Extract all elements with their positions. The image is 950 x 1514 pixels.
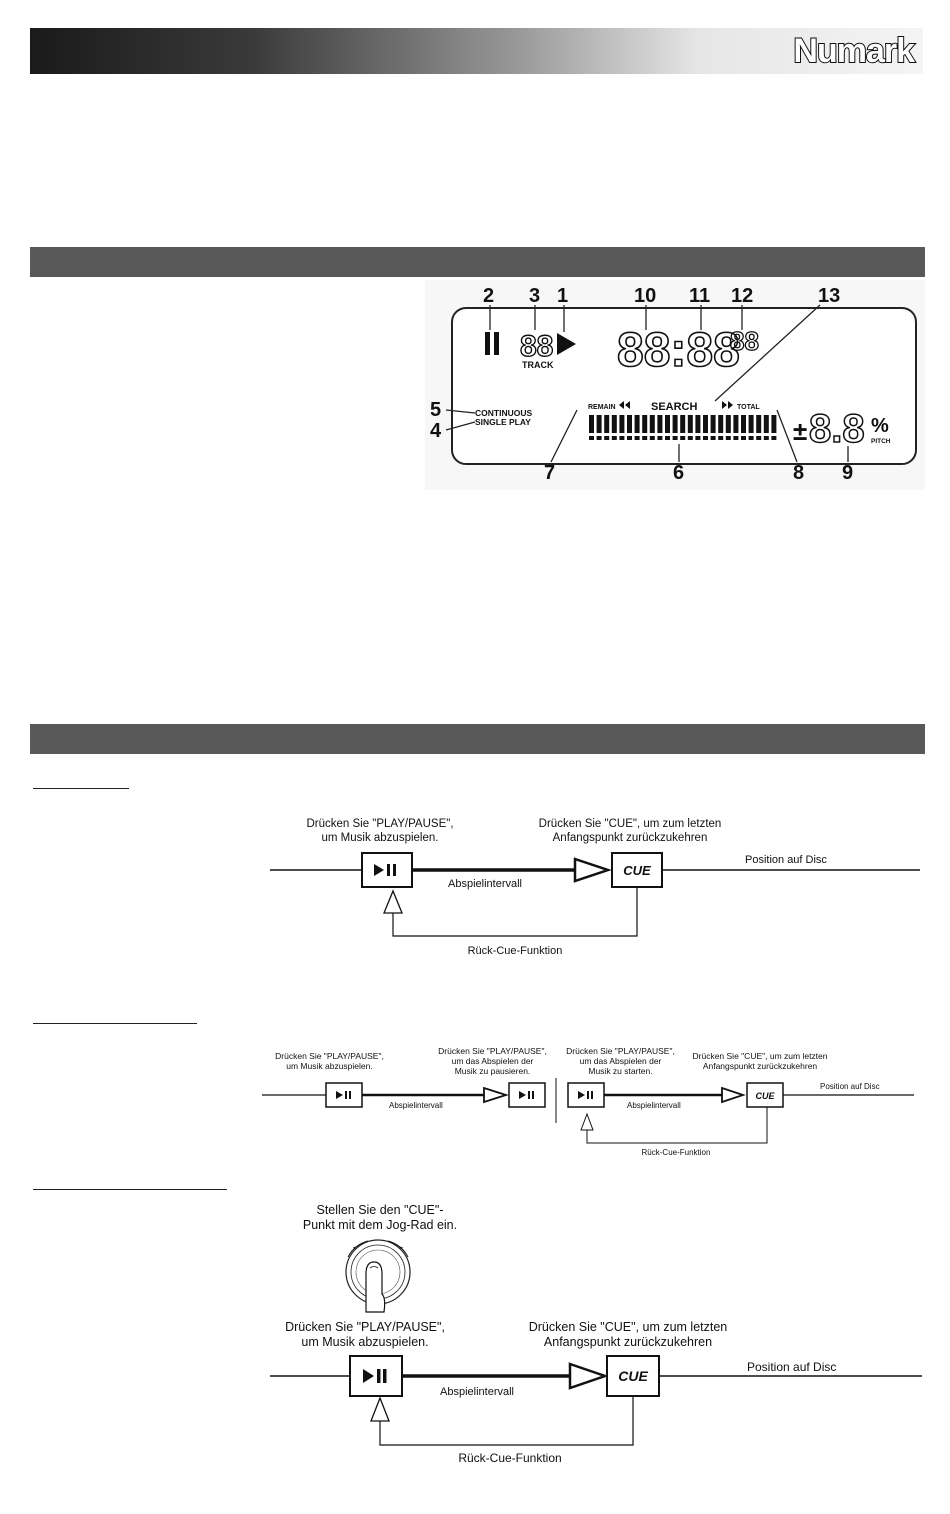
cue-button-icon-1: CUE bbox=[611, 852, 663, 888]
callout-7: 7 bbox=[544, 462, 555, 484]
svg-text:CUE: CUE bbox=[755, 1091, 775, 1101]
position-label-3: Position auf Disc bbox=[747, 1360, 836, 1374]
callout-12: 12 bbox=[731, 285, 753, 307]
svg-text:CUE: CUE bbox=[618, 1368, 648, 1384]
return-arrow-icon-2 bbox=[580, 1112, 594, 1131]
subheading-underline-3 bbox=[33, 1189, 227, 1190]
time-digits: 88:88 bbox=[617, 324, 740, 377]
remain-label: REMAIN bbox=[588, 404, 616, 411]
cue-button-icon-2: CUE bbox=[746, 1082, 784, 1108]
subheading-underline-2 bbox=[33, 1023, 197, 1024]
return-arrow-icon-1 bbox=[383, 889, 403, 914]
return-arrow-icon-3 bbox=[370, 1396, 390, 1422]
fast-forward-icon bbox=[722, 401, 733, 409]
svg-text:CUE: CUE bbox=[623, 863, 651, 878]
interval-label-2b: Abspielintervall bbox=[627, 1101, 681, 1110]
svg-text:◄: ◄ bbox=[352, 1245, 356, 1250]
track-digits: 88 bbox=[520, 330, 553, 363]
return-label-3: Rück-Cue-Funktion bbox=[458, 1451, 561, 1465]
interval-label-2a: Abspielintervall bbox=[389, 1101, 443, 1110]
pitch-digits: 8.8 bbox=[809, 407, 865, 451]
header-bar bbox=[30, 28, 923, 74]
finger-icon bbox=[365, 1261, 386, 1313]
play-indicator-icon bbox=[557, 333, 576, 355]
arrow-head-icon-2a bbox=[483, 1086, 509, 1104]
start-caption-2: Drücken Sie "PLAY/PAUSE",um das Abspiele… bbox=[566, 1046, 675, 1076]
jog-caption-3: Stellen Sie den "CUE"-Punkt mit dem Jog-… bbox=[302, 1203, 458, 1232]
brand-logo: Numark bbox=[792, 31, 916, 71]
callout-2: 2 bbox=[483, 285, 494, 307]
play-caption-2: Drücken Sie "PLAY/PAUSE",um Musik abzusp… bbox=[275, 1051, 384, 1071]
callout-9: 9 bbox=[842, 462, 853, 484]
cue-button-icon-3: CUE bbox=[606, 1355, 660, 1397]
callout-11: 11 bbox=[689, 285, 710, 307]
callout-6: 6 bbox=[673, 462, 684, 484]
interval-label-1: Abspielintervall bbox=[448, 878, 522, 890]
callout-13: 13 bbox=[818, 285, 840, 307]
callout-3: 3 bbox=[529, 285, 540, 307]
position-label-2: Position auf Disc bbox=[820, 1082, 880, 1091]
play-pause-button-icon-2b bbox=[508, 1082, 546, 1108]
pause-caption-2: Drücken Sie "PLAY/PAUSE",um das Abspiele… bbox=[438, 1046, 547, 1076]
track-label: TRACK bbox=[522, 360, 554, 370]
callout-4: 4 bbox=[430, 420, 442, 442]
cue-flow-diagram-3: CUE Position auf Disc Abspielintervall R… bbox=[270, 1355, 922, 1465]
callout-10: 10 bbox=[634, 285, 656, 307]
arrow-head-icon-3 bbox=[568, 1362, 609, 1390]
continuous-label: CONTINUOUS bbox=[475, 408, 532, 418]
callout-5: 5 bbox=[430, 399, 441, 421]
cue-flow-diagram-2: Abspielintervall CUE Position auf Disc A… bbox=[262, 1078, 914, 1157]
progress-bar-meter bbox=[589, 415, 777, 440]
play-pause-button-icon-3 bbox=[349, 1355, 403, 1397]
pause-indicator-icon bbox=[485, 332, 499, 355]
return-label-2: Rück-Cue-Funktion bbox=[642, 1148, 711, 1157]
return-label-1: Rück-Cue-Funktion bbox=[468, 945, 563, 957]
callout-8: 8 bbox=[793, 462, 804, 484]
play-pause-button-icon-2c bbox=[567, 1082, 605, 1108]
total-label: TOTAL bbox=[737, 404, 760, 411]
play-pause-button-icon-2a bbox=[325, 1082, 363, 1108]
play-caption-1: Drücken Sie "PLAY/PAUSE",um Musik abzusp… bbox=[306, 818, 454, 844]
callout-1: 1 bbox=[557, 285, 568, 307]
single-play-label: SINGLE PLAY bbox=[475, 417, 531, 427]
subheading-underline-1 bbox=[33, 788, 129, 789]
frame-digits: 88 bbox=[730, 326, 759, 356]
pitch-unit: % bbox=[871, 415, 889, 437]
search-label: SEARCH bbox=[651, 401, 698, 413]
cue-flow-diagram-1: CUE Position auf Disc Abspielintervall R… bbox=[270, 852, 920, 957]
rewind-icon bbox=[619, 401, 630, 409]
position-label-1: Position auf Disc bbox=[745, 854, 827, 866]
section-bar-display bbox=[30, 247, 925, 277]
section-bar-cue bbox=[30, 724, 925, 754]
arrow-head-icon-2b bbox=[721, 1086, 746, 1104]
arrow-head-icon-1 bbox=[573, 857, 612, 883]
display-diagram: 2 3 1 10 11 12 13 5 4 7 6 8 9 88 TRACK bbox=[425, 280, 925, 490]
pitch-label: PITCH bbox=[871, 438, 891, 445]
pitch-sign: ± bbox=[793, 416, 807, 446]
jog-wheel-illustration: ◄ ► bbox=[345, 1239, 411, 1313]
play-pause-button-icon-1 bbox=[361, 852, 413, 888]
interval-label-3: Abspielintervall bbox=[440, 1386, 514, 1398]
svg-text:►: ► bbox=[400, 1245, 404, 1250]
play-caption-3: Drücken Sie "PLAY/PAUSE",um Musik abzusp… bbox=[285, 1320, 445, 1349]
